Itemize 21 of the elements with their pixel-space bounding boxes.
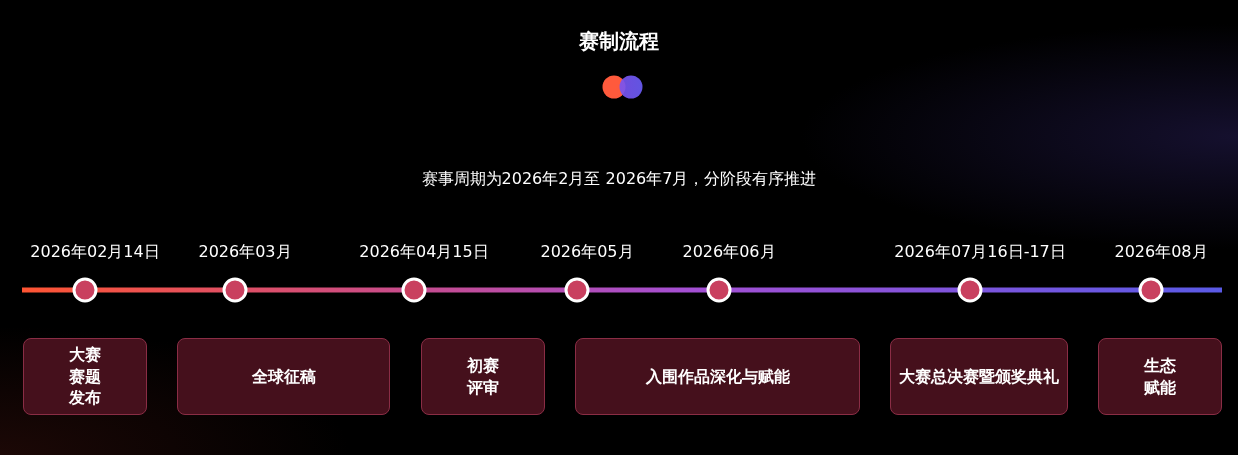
stage-text: 入围作品深化与赋能 [645, 365, 790, 388]
title: 赛制流程 [578, 28, 660, 55]
stage-box [23, 338, 147, 415]
date-label: 2026年03月 [198, 242, 292, 263]
stage-box [421, 338, 545, 415]
date-label: 2026年02月14日 [30, 242, 160, 263]
stage-box [177, 338, 390, 415]
date-label: 2026年05月 [540, 242, 634, 263]
date-label: 2026年08月 [1114, 242, 1208, 263]
stage-box [890, 338, 1068, 415]
stage-text: 初赛评审 [465, 354, 500, 399]
stage-box [575, 338, 860, 415]
stage-text: 大赛总决赛暨颁奖典礼 [899, 365, 1059, 388]
subtitle: 赛事周期为2026年2月至 2026年7月，分阶段有序推进 [420, 169, 818, 190]
date-label: 2026年06月 [682, 242, 776, 263]
date-label: 2026年07月16日-17日 [894, 242, 1066, 263]
stage-box [1098, 338, 1222, 415]
stage-text: 全球征稿 [251, 365, 316, 388]
stage-text: 大赛赛题发布 [68, 344, 102, 409]
date-label: 2026年04月15日 [359, 242, 489, 263]
stage-text: 生态赋能 [1142, 354, 1177, 399]
